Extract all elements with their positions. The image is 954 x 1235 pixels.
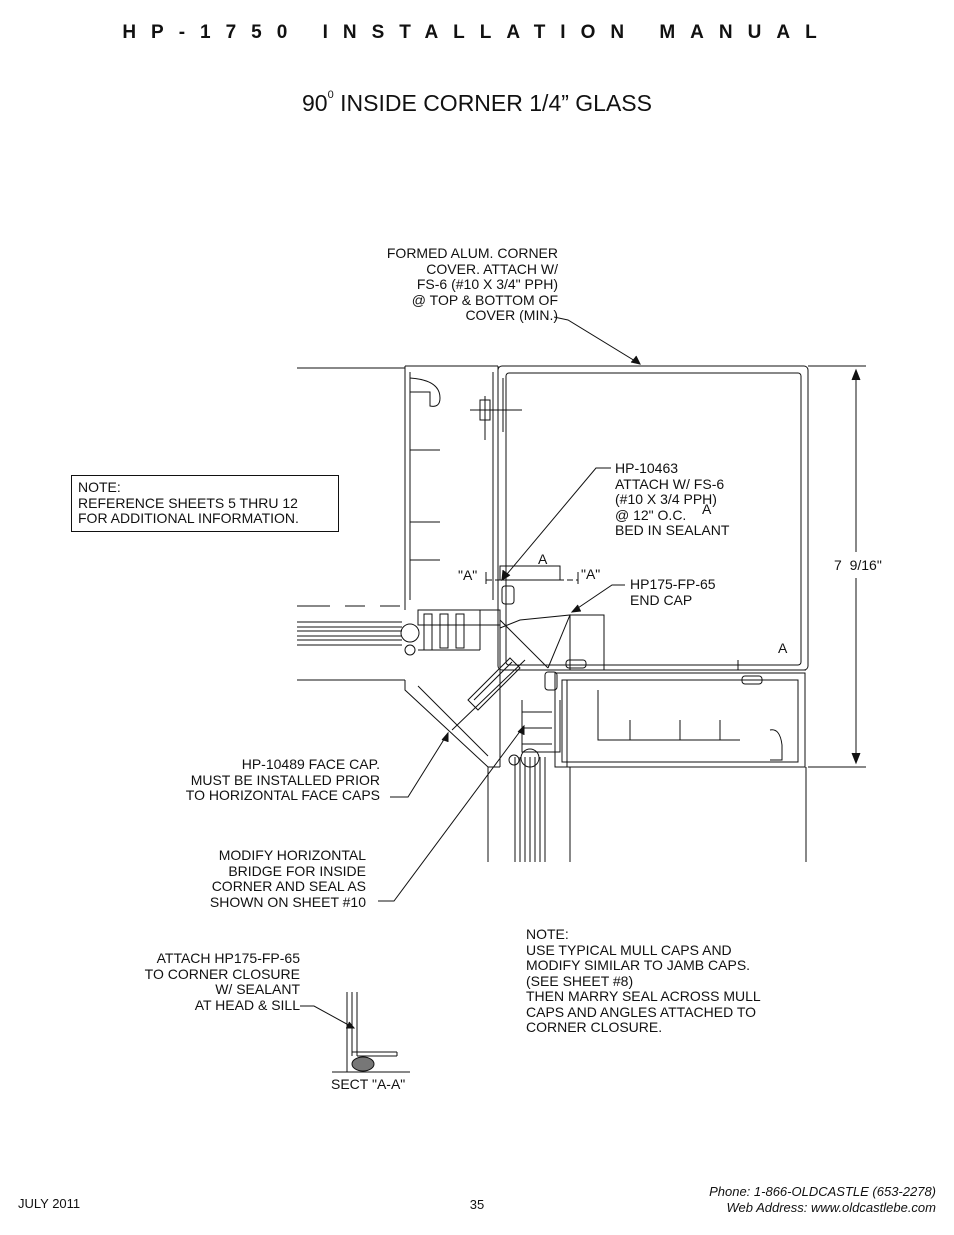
section-marker-a-quoted-right: "A" [581,566,601,582]
section-marker-a-lower: A [778,640,788,656]
corner-closure [404,610,605,768]
left-mullion [404,365,522,610]
section-aa-detail [332,992,410,1073]
reference-note: NOTE: REFERENCE SHEETS 5 THRU 12 FOR ADD… [78,479,299,526]
modify-bridge-callout: MODIFY HORIZONTAL BRIDGE FOR INSIDE CORN… [209,847,366,910]
footer-web: Web Address: www.oldcastlebe.com [726,1200,936,1215]
right-horizontal [554,659,806,768]
attach-closure-callout: ATTACH HP175-FP-65 TO CORNER CLOSURE W/ … [144,950,300,1013]
dimension-line [808,365,866,768]
section-marker-a-top: A [538,551,548,567]
corner-cover-callout: FORMED ALUM. CORNER COVER. ATTACH W/ FS-… [386,245,558,323]
footer-date: JULY 2011 [18,1196,81,1211]
face-cap-callout: HP-10489 FACE CAP. MUST BE INSTALLED PRI… [185,756,380,803]
title-text: INSIDE CORNER 1/4” GLASS [333,90,652,116]
footer-phone: Phone: 1-866-OLDCASTLE (653-2278) [709,1184,936,1199]
left-reference-lines [297,367,405,681]
mull-cap-note: NOTE: USE TYPICAL MULL CAPS AND MODIFY S… [526,926,761,1035]
section-a-line [485,565,579,605]
glazing-pocket [417,609,501,651]
section-aa-label: SECT "A-A" [331,1076,406,1092]
footer-contact: Phone: 1-866-OLDCASTLE (653-2278)Web Add… [709,1184,936,1216]
dimension-label: 7 9/16" [834,557,882,573]
title-degree-sign: 0 [327,89,334,102]
end-cap-callout: HP175-FP-65 END CAP [630,576,716,608]
drawing-title: 900 INSIDE CORNER 1/4” GLASS [0,89,954,117]
manual-header: HP-1750 INSTALLATION MANUAL [122,22,832,43]
leader-lines [300,316,641,1029]
reference-note-box [71,475,339,532]
left-glass [297,621,420,656]
page-number: 35 [469,1197,485,1212]
title-degrees: 90 [302,90,328,116]
hp10463-callout: HP-10463 ATTACH W/ FS-6 (#10 X 3/4 PPH) … [615,460,730,538]
section-marker-a-quoted-left: "A" [458,567,478,583]
lower-mullion [487,671,807,862]
section-marker-a-right: A [702,501,712,517]
